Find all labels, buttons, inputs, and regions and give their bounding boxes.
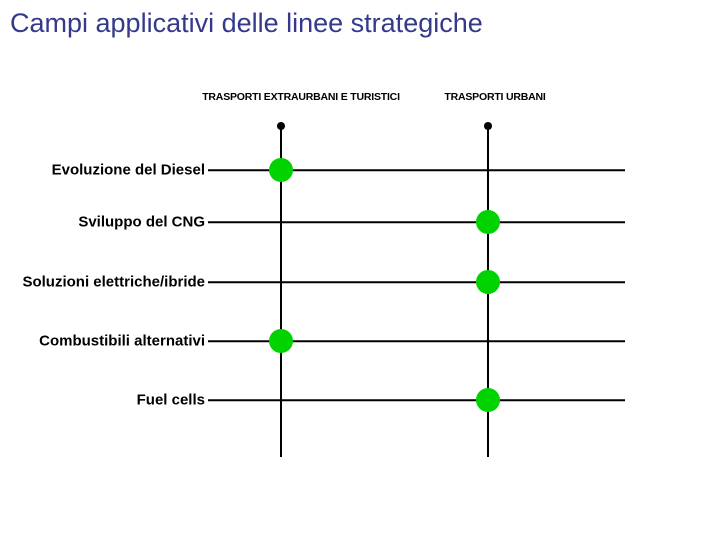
column-bullet-icon [484,122,492,130]
row-label-evoluzione-diesel: Evoluzione del Diesel [51,161,205,179]
applicability-marker-dot [269,158,293,182]
row-line [208,169,625,171]
row-label-fuel-cells: Fuel cells [136,391,205,409]
slide-title: Campi applicativi delle linee strategich… [10,8,483,38]
applicability-marker-dot [476,388,500,412]
row-line [208,281,625,283]
row-line [208,340,625,342]
column-bullet-icon [277,122,285,130]
row-label-combustibili-alternativi: Combustibili alternativi [39,332,205,350]
applicability-marker-dot [476,210,500,234]
column-line-extraurbani [280,127,282,457]
column-header-trasporti-urbani: TRASPORTI URBANI [444,91,546,103]
column-header-trasporti-extraurbani: TRASPORTI EXTRAURBANI E TURISTICI [202,91,400,103]
row-line [208,399,625,401]
row-label-sviluppo-cng: Sviluppo del CNG [78,213,205,231]
applicability-marker-dot [476,270,500,294]
row-line [208,221,625,223]
row-label-soluzioni-elettriche: Soluzioni elettriche/ibride [22,273,205,291]
applicability-marker-dot [269,329,293,353]
